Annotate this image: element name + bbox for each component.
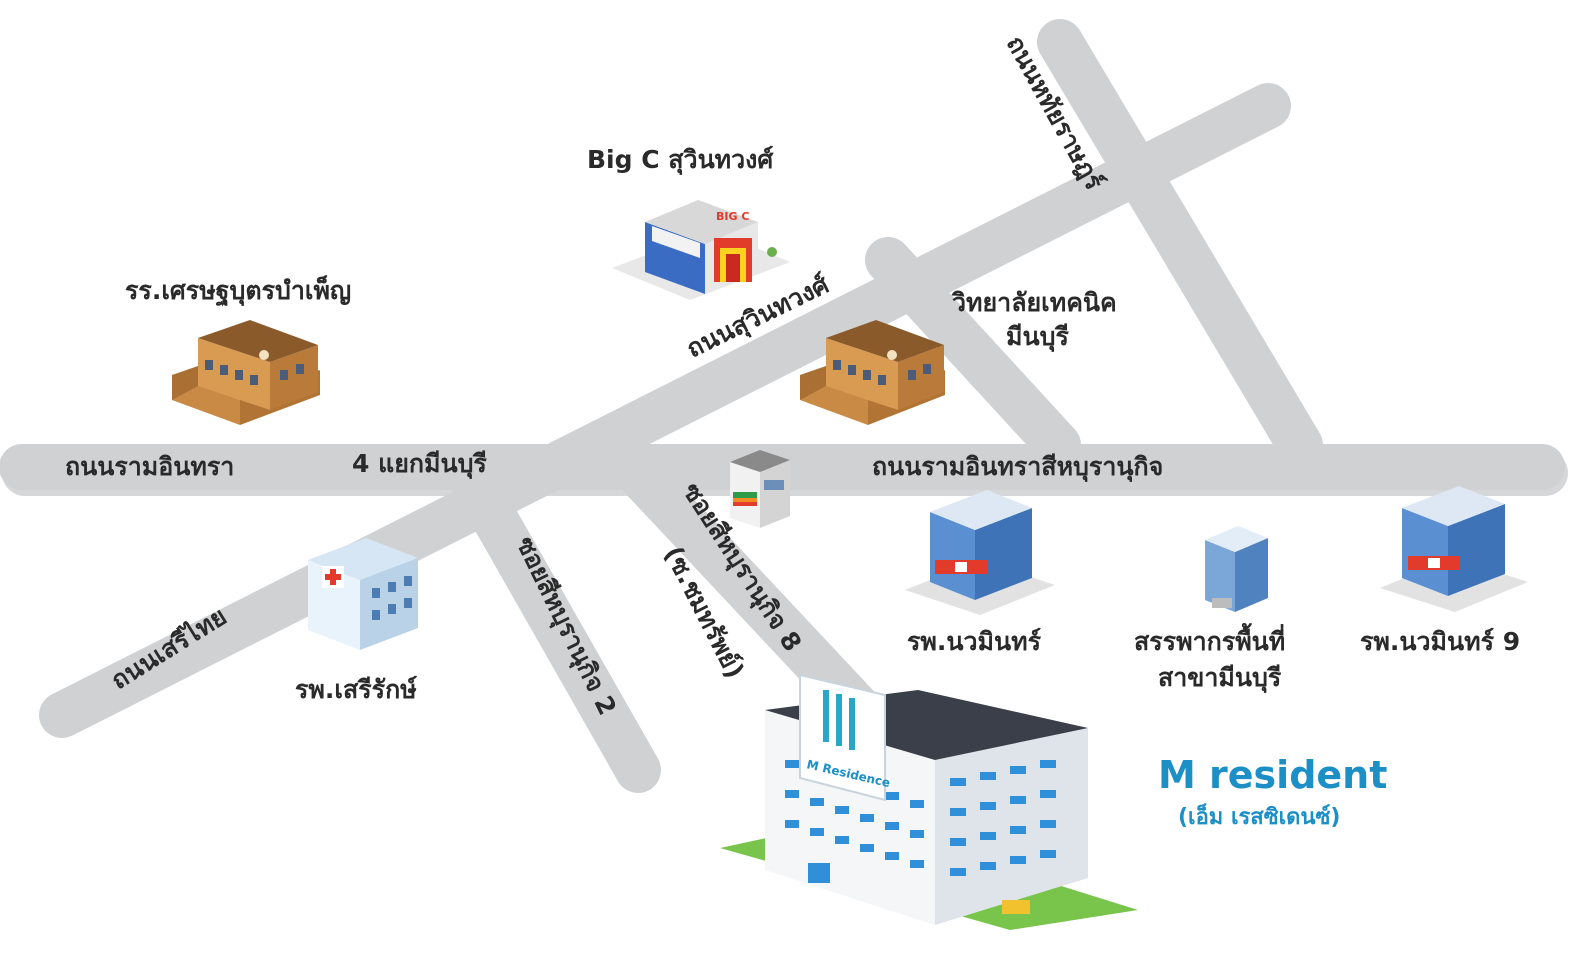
label-revenue-office-line2: สาขามีนบุรี [1158,663,1282,694]
road-network [0,19,1568,793]
road-label-junction: 4 แยกมีนบุรี [352,449,487,480]
label-nawamin9-hospital: รพ.นวมินทร์ 9 [1360,627,1520,656]
m-residence-building: M Residence [720,673,1138,930]
brand-title: M resident [1158,753,1387,797]
road-haruthai-rat [1037,19,1323,468]
brand-subtitle: (เอ็ม เรสซิเดนซ์) [1178,802,1340,830]
road-label-soi-2: ซอยสีหบุรานุกิจ 2 [509,532,622,721]
label-tech-college-line2: มีนบุรี [1006,322,1069,353]
school-building-left [172,320,320,425]
label-tech-college-line1: วิทยาลัยเทคนิค [951,288,1117,317]
road-soi-8 [612,447,883,733]
seri-rak-hospital-building [308,538,418,650]
nawamin9-hospital-building [1380,486,1528,612]
nawamin-hospital-building [905,490,1055,615]
label-big-c: Big C สุวินทวงศ์ [587,145,774,176]
label-nawamin-hospital: รพ.นวมินทร์ [907,627,1042,656]
label-seri-rak-hospital: รพ.เสรีรักษ์ [295,675,417,704]
label-school: รร.เศรษฐบุตรบำเพ็ญ [125,275,351,307]
revenue-office-building [1205,526,1268,612]
big-c-sign: BIG C [716,210,749,223]
convenience-store [730,450,790,528]
label-revenue-office-line1: สรรพากรพื้นที่ [1134,622,1285,656]
road-label-ramintra: ถนนรามอินทรา [65,452,234,481]
big-c-store: BIG C [612,200,790,300]
school-building-right [800,320,945,425]
road-tech-college [865,237,1081,468]
road-label-ramintra-sihaburanukit: ถนนรามอินทราสีหบุรานุกิจ [872,452,1163,483]
road-soi-2 [444,447,661,793]
road-suwinthawong-seri-thai [39,83,1291,738]
